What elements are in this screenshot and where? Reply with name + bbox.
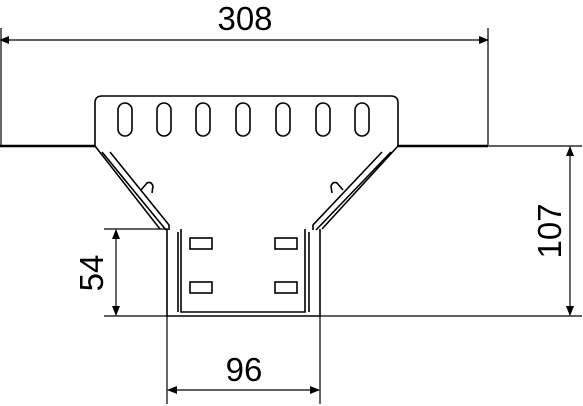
left-wall-flange: [109, 151, 170, 230]
right-transition-wall: [312, 145, 399, 231]
right-wall-outer: [321, 145, 399, 230]
slot: [156, 102, 172, 137]
narrow-end-section: [166, 229, 321, 317]
slot: [195, 102, 211, 137]
left-wall-outer: [94, 145, 161, 230]
connector-hole: [274, 281, 298, 294]
left-wall-inner: [101, 151, 167, 231]
dimension-left-height: 54: [73, 228, 168, 317]
dimension-label-left: 54: [73, 255, 110, 292]
right-wall-bolt: [330, 181, 344, 194]
wide-end-plate: [94, 95, 399, 146]
left-wall-bolt: [140, 181, 154, 194]
slot: [235, 102, 251, 137]
narrow-outer-outline: [166, 229, 321, 317]
dimension-bottom-width: 96: [166, 316, 321, 404]
dimension-label-bottom: 96: [226, 351, 263, 388]
slot: [354, 102, 370, 137]
wide-plate-outline: [94, 95, 399, 146]
connector-hole: [189, 281, 213, 294]
slot-row: [117, 102, 370, 137]
slot: [117, 102, 133, 137]
narrow-inner-outline: [180, 229, 306, 313]
dimension-right-height: 107: [320, 145, 582, 317]
right-wall-flange: [312, 151, 383, 230]
connector-hole: [274, 237, 298, 250]
left-transition-wall: [94, 145, 170, 231]
slot: [275, 102, 291, 137]
dimension-label-right: 107: [531, 203, 568, 258]
connector-hole: [189, 237, 213, 250]
dimension-top-width: 308: [0, 0, 489, 145]
slot: [315, 102, 331, 137]
dimension-label-top: 308: [217, 0, 272, 37]
right-wall-inner: [315, 151, 392, 231]
